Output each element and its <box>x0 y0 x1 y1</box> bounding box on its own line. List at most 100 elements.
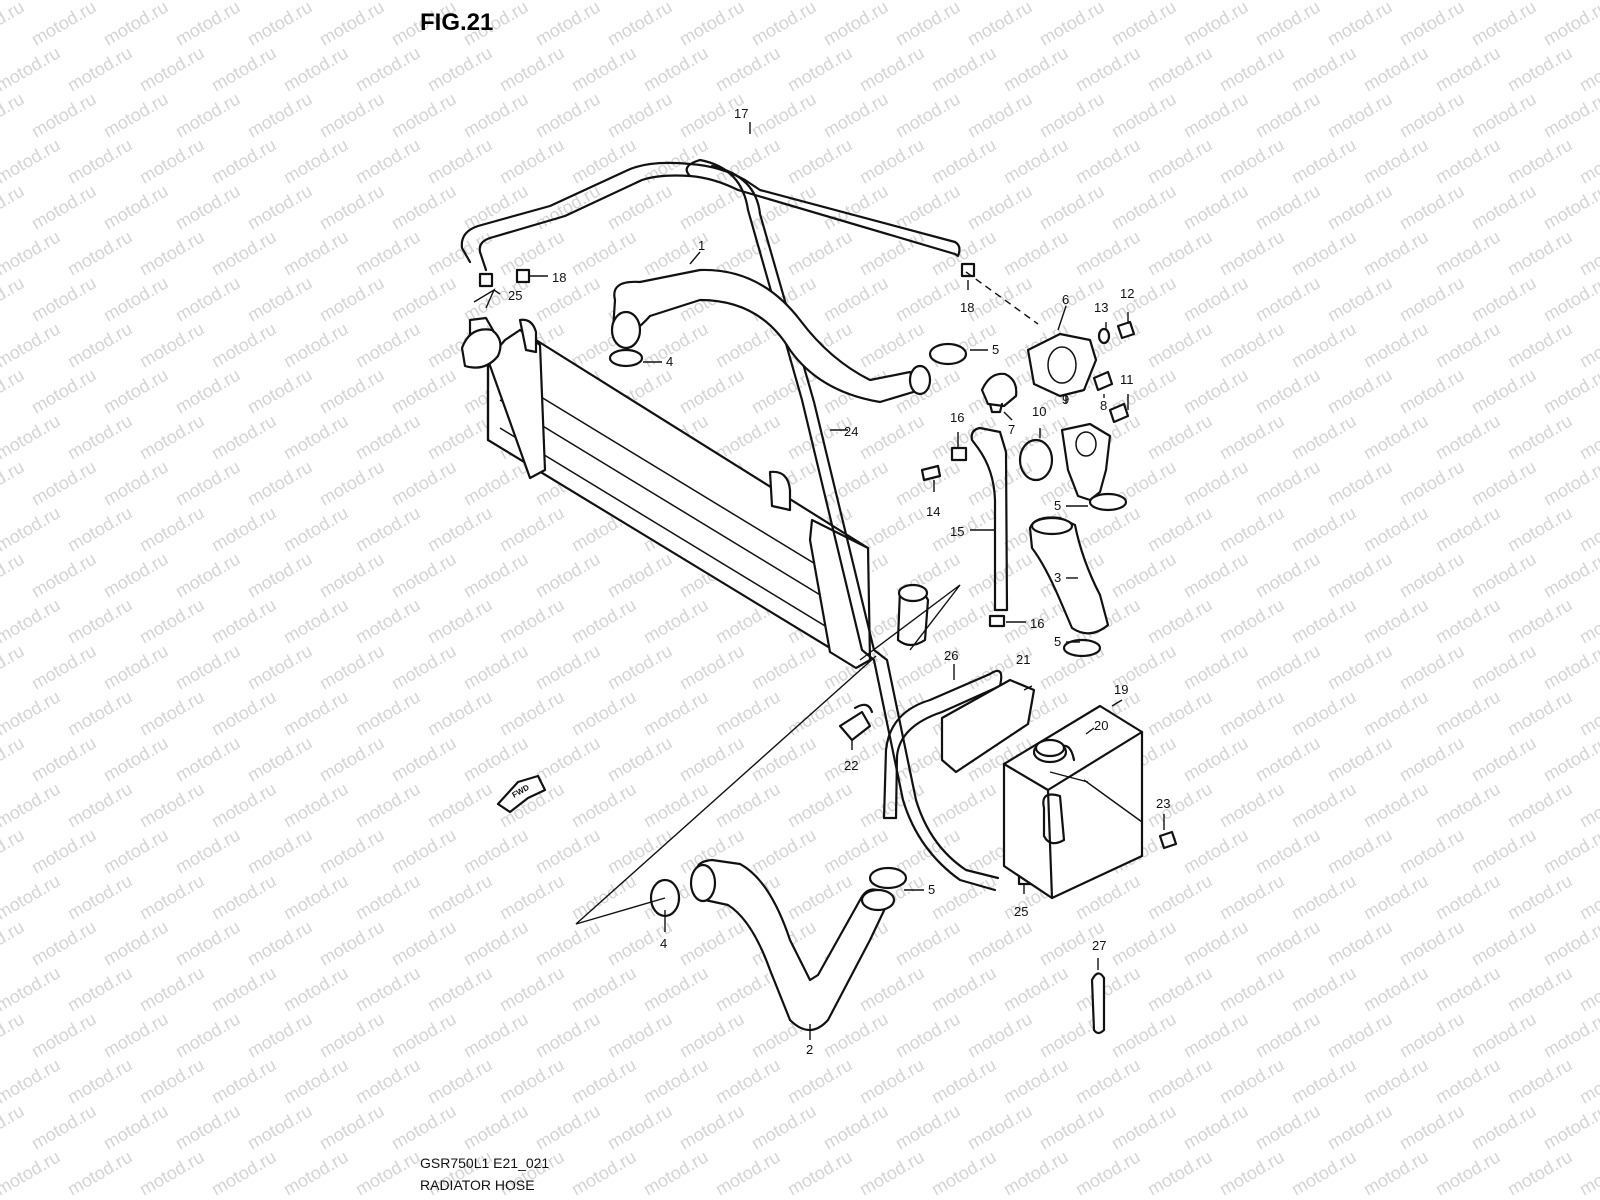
watermark-text: motod.ru <box>280 0 352 3</box>
watermark-text: motod.ru <box>964 273 1036 326</box>
watermark-text: motod.ru <box>28 549 100 602</box>
watermark-text: motod.ru <box>316 641 388 694</box>
callout-19: 19 <box>1114 682 1128 697</box>
watermark-text: motod.ru <box>1468 549 1540 602</box>
watermark-text: motod.ru <box>388 1009 460 1062</box>
watermark-text: motod.ru <box>1108 549 1180 602</box>
thermostat-housing <box>1026 332 1112 502</box>
callout-13: 13 <box>1094 300 1108 315</box>
watermark-text: motod.ru <box>172 733 244 786</box>
watermark-text: motod.ru <box>568 963 640 1016</box>
watermark-text: motod.ru <box>64 227 136 280</box>
callout-2: 2 <box>806 1042 813 1057</box>
watermark-text: motod.ru <box>1432 0 1504 3</box>
watermark-text: motod.ru <box>1252 365 1324 418</box>
watermark-text: motod.ru <box>1396 733 1468 786</box>
watermark-text: motod.ru <box>352 503 424 556</box>
watermark-text: motod.ru <box>820 0 892 49</box>
watermark-text: motod.ru <box>208 1147 280 1200</box>
watermark-text: motod.ru <box>208 687 280 740</box>
watermark-text: motod.ru <box>388 733 460 786</box>
watermark-text: motod.ru <box>280 319 352 372</box>
watermark-text: motod.ru <box>1576 963 1600 1016</box>
watermark-text: motod.ru <box>748 365 820 418</box>
watermark-text: motod.ru <box>244 89 316 142</box>
thermostat-7 <box>980 372 1018 414</box>
watermark-text: motod.ru <box>1180 733 1252 786</box>
watermark-text: motod.ru <box>1432 43 1504 96</box>
watermark-text: motod.ru <box>1216 319 1288 372</box>
watermark-text: motod.ru <box>748 641 820 694</box>
watermark-text: motod.ru <box>1252 181 1324 234</box>
watermark-text: motod.ru <box>0 1009 28 1062</box>
watermark-text: motod.ru <box>532 273 604 326</box>
watermark-text: motod.ru <box>892 273 964 326</box>
watermark-text: motod.ru <box>1360 503 1432 556</box>
watermark-text: motod.ru <box>1252 641 1324 694</box>
watermark-text: motod.ru <box>136 43 208 96</box>
callout-22: 22 <box>844 758 858 773</box>
watermark-text: motod.ru <box>748 89 820 142</box>
watermark-text: motod.ru <box>1288 871 1360 924</box>
watermark-text: motod.ru <box>244 825 316 878</box>
watermark-text: motod.ru <box>100 641 172 694</box>
watermark-text: motod.ru <box>460 917 532 970</box>
watermark-text: motod.ru <box>1252 1009 1324 1062</box>
figure-caption: RADIATOR HOSE <box>420 1177 535 1193</box>
watermark-text: motod.ru <box>928 135 1000 188</box>
watermark-text: motod.ru <box>748 1101 820 1154</box>
watermark-text: motod.ru <box>172 1101 244 1154</box>
watermark-text: motod.ru <box>1108 917 1180 970</box>
watermark-text: motod.ru <box>1432 687 1504 740</box>
watermark-text: motod.ru <box>1360 687 1432 740</box>
watermark-text: motod.ru <box>424 503 496 556</box>
watermark-text: motod.ru <box>892 181 964 234</box>
watermark-text: motod.ru <box>1144 779 1216 832</box>
callout-27: 27 <box>1092 938 1106 953</box>
watermark-text: motod.ru <box>1432 1147 1504 1200</box>
watermark-text: motod.ru <box>100 181 172 234</box>
watermark-text: motod.ru <box>1072 0 1144 3</box>
watermark-text: motod.ru <box>1180 89 1252 142</box>
watermark-text: motod.ru <box>100 549 172 602</box>
watermark-text: motod.ru <box>136 779 208 832</box>
watermark-text: motod.ru <box>1468 733 1540 786</box>
watermark-text: motod.ru <box>1540 549 1600 602</box>
watermark-text: motod.ru <box>1324 365 1396 418</box>
callout-6: 6 <box>1062 292 1069 307</box>
watermark-text: motod.ru <box>1072 1147 1144 1200</box>
callout-4: 4 <box>666 354 673 369</box>
callout-11: 11 <box>1120 372 1134 387</box>
watermark-text: motod.ru <box>460 733 532 786</box>
watermark-text: motod.ru <box>1432 1055 1504 1108</box>
watermark-text: motod.ru <box>0 43 64 96</box>
watermark-text: motod.ru <box>640 1055 712 1108</box>
watermark-text: motod.ru <box>0 135 64 188</box>
watermark-text: motod.ru <box>1396 181 1468 234</box>
watermark-text: motod.ru <box>1180 641 1252 694</box>
watermark-text: motod.ru <box>28 733 100 786</box>
watermark-text: motod.ru <box>0 457 28 510</box>
watermark-text: motod.ru <box>892 0 964 49</box>
watermark-text: motod.ru <box>136 1055 208 1108</box>
watermark-text: motod.ru <box>1288 319 1360 372</box>
watermark-text: motod.ru <box>1144 595 1216 648</box>
watermark-text: motod.ru <box>784 135 856 188</box>
watermark-text: motod.ru <box>208 963 280 1016</box>
watermark-text: motod.ru <box>496 963 568 1016</box>
watermark-text: motod.ru <box>640 779 712 832</box>
watermark-text: motod.ru <box>1432 411 1504 464</box>
watermark-text: motod.ru <box>352 43 424 96</box>
watermark-text: motod.ru <box>820 89 892 142</box>
callout-23: 23 <box>1156 796 1170 811</box>
watermark-text: motod.ru <box>100 457 172 510</box>
watermark-text: motod.ru <box>0 733 28 786</box>
watermark-text: motod.ru <box>532 641 604 694</box>
watermark-text: motod.ru <box>316 457 388 510</box>
watermark-text: motod.ru <box>1000 135 1072 188</box>
watermark-text: motod.ru <box>1180 181 1252 234</box>
watermark-text: motod.ru <box>1180 1009 1252 1062</box>
watermark-text: motod.ru <box>1072 227 1144 280</box>
watermark-text: motod.ru <box>1396 457 1468 510</box>
watermark-text: motod.ru <box>496 0 568 3</box>
